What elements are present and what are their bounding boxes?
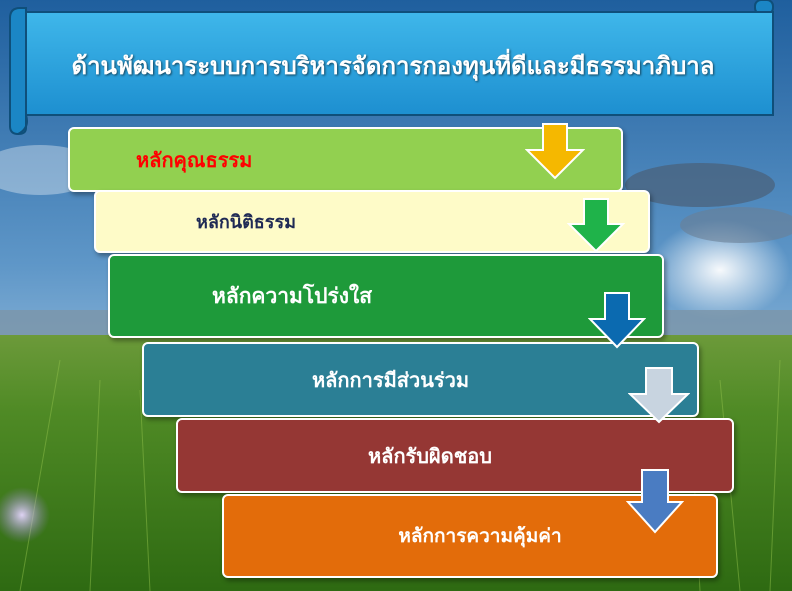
principle-label: หลักนิติธรรม (196, 212, 296, 233)
title-banner (9, 0, 774, 136)
page-title: ด้านพัฒนาระบบการบริหารจัดการกองทุนที่ดีแ… (71, 51, 715, 80)
down-arrow-icon (628, 367, 690, 424)
principle-participation: หลักการมีส่วนร่วม (142, 342, 699, 417)
principle-transparency: หลักความโปร่งใส (108, 254, 664, 338)
down-arrow-icon (626, 469, 684, 534)
principle-label: หลักรับผิดชอบ (368, 443, 492, 468)
down-arrow-icon (525, 123, 585, 180)
principle-rule-of-law: หลักนิติธรรม (94, 190, 650, 253)
principle-morality: หลักคุณธรรม (68, 127, 623, 192)
principle-label: หลักคุณธรรม (136, 147, 253, 172)
principle-label: หลักการความคุ้มค่า (398, 525, 562, 547)
principle-label: หลักการมีส่วนร่วม (311, 367, 470, 392)
principle-accountability: หลักรับผิดชอบ (176, 418, 734, 493)
principle-value-for-money: หลักการความคุ้มค่า (222, 494, 718, 578)
down-arrow-icon (588, 292, 646, 349)
principle-label: หลักความโปร่งใส (212, 283, 373, 308)
down-arrow-icon (567, 198, 625, 253)
